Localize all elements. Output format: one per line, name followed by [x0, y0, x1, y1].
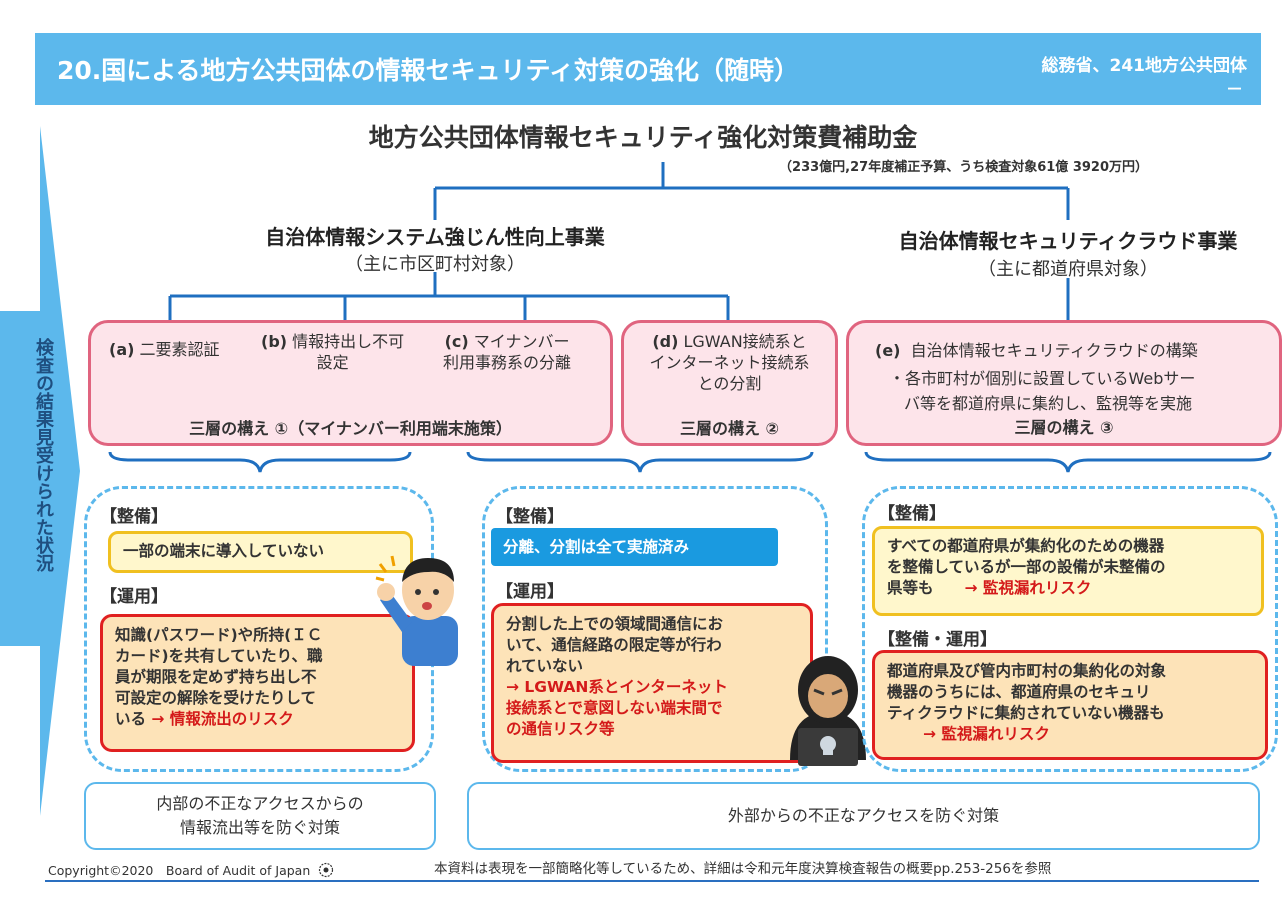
header-organization: 総務省、241地方公共団体: [1041, 56, 1248, 76]
side-arrow-band: [0, 126, 80, 816]
panel-right-heading-2: 【整備・運用】: [878, 630, 997, 650]
panel-left-heading-2: 【運用】: [100, 587, 168, 607]
measure-box-layer1: (a) 二要素認証 (b) 情報持出し不可設定 (c) マイナンバー利用事務系の…: [88, 320, 613, 446]
header-bar: 20.国による地方公共団体の情報セキュリティ対策の強化（随時） 総務省、241地…: [35, 33, 1261, 105]
header-dash: －: [1226, 80, 1243, 100]
panel-right-red-box: 都道府県及び管内市町村の集約化の対象 機器のうちには、都道府県のセキュリ ティク…: [872, 650, 1268, 760]
branch-right-title: 自治体情報セキュリティクラウド事業: [898, 229, 1238, 253]
measure-box-layer3: (e) 自治体情報セキュリティクラウドの構築 ・各市町村が個別に設置しているWe…: [846, 320, 1282, 446]
hacker-illustration: [790, 656, 866, 766]
measure-d: (d) LGWAN接続系とインターネット接続系との分割: [649, 332, 810, 393]
panel-middle-red-box: 分割した上での領域間通信にお いて、通信経路の限定等が行わ れていない → LG…: [491, 603, 813, 763]
layer1-label: 三層の構え ①（マイナンバー利用端末施策）: [189, 419, 512, 438]
measure-box-layer2: (d) LGWAN接続系とインターネット接続系との分割 三層の構え ②: [621, 320, 838, 446]
panel-right: [862, 486, 1278, 772]
layer2-label: 三層の構え ②: [679, 419, 780, 438]
footnote: 本資料は表現を一部簡略化等しているため、詳細は令和元年度決算検査報告の概要pp.…: [434, 861, 1052, 877]
panel-middle-blue-box: 分離、分割は全て実施済み: [491, 528, 778, 566]
main-title: 地方公共団体情報セキュリティ強化対策費補助金: [368, 123, 918, 152]
panel-left-heading-1: 【整備】: [100, 507, 168, 527]
branch-left-title: 自治体情報システム強じん性向上事業: [265, 225, 605, 249]
branch-left-subtitle: （主に市区町村対象）: [345, 254, 525, 275]
measure-e-line3: バ等を都道府県に集約し、監視等を実施: [904, 394, 1193, 413]
bottom-box-internal: 内部の不正なアクセスからの情報流出等を防ぐ対策: [84, 782, 436, 850]
board-seal-icon: [319, 862, 334, 878]
footer-divider: [45, 880, 1259, 882]
measure-c: (c) マイナンバー利用事務系の分離: [443, 332, 572, 372]
worried-person-illustration: [375, 555, 458, 666]
copyright-text: Copyright©2020 Board of Audit of Japan: [48, 860, 334, 879]
layer3-label: 三層の構え ③: [1014, 418, 1114, 437]
bottom-box-external: 外部からの不正なアクセスを防ぐ対策: [467, 782, 1260, 850]
panel-middle-heading-2: 【運用】: [496, 582, 564, 602]
panel-left-red-box: 知識(パスワード)や所持(ＩＣ カード)を共有していたり、職 員が期限を定めず持…: [100, 614, 415, 752]
measure-e-line2: ・各市町村が個別に設置しているWebサー: [889, 369, 1196, 388]
panel-middle-heading-1: 【整備】: [496, 507, 564, 527]
panel-right-heading-1: 【整備】: [878, 504, 946, 524]
measure-b: (b) 情報持出し不可設定: [261, 332, 405, 372]
panel-left-yellow-box: 一部の端末に導入していない: [108, 531, 413, 573]
branch-right-subtitle: （主に都道府県対象）: [978, 259, 1158, 280]
panel-right-yellow-box: すべての都道府県が集約化のための機器 を整備しているが一部の設備が未整備の 県等…: [872, 526, 1264, 616]
panel-middle: [482, 486, 828, 772]
side-label: 検査の結果見受けられた状況: [33, 338, 54, 572]
page-title: 20.国による地方公共団体の情報セキュリティ対策の強化（随時）: [57, 56, 800, 85]
main-subtitle: （233億円,27年度補正予算、うち検査対象61億 3920万円）: [779, 160, 1148, 175]
measure-e-title: (e) 自治体情報セキュリティクラウドの構築: [875, 341, 1198, 360]
measure-a: (a) 二要素認証: [109, 340, 220, 359]
